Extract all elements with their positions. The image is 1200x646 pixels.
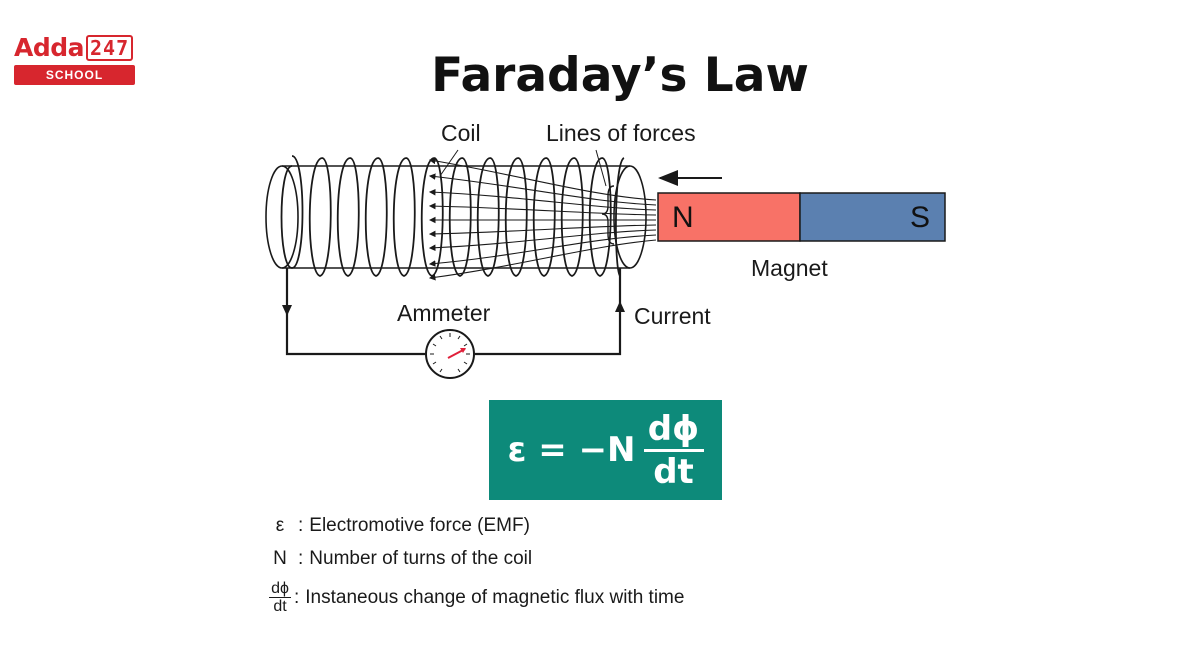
magnetic-field-lines: [428, 157, 657, 281]
legend-fraction-symbol: dϕ dt: [268, 580, 292, 615]
lines-of-forces-label: Lines of forces: [546, 120, 696, 146]
formula-numerator: dϕ: [647, 408, 700, 449]
magnet-south: [799, 192, 946, 242]
logo-number: 247: [86, 35, 134, 61]
legend-fraction-denominator: dt: [273, 598, 287, 615]
legend-colon: :: [298, 548, 304, 569]
formula-lhs: ε = −N: [507, 430, 636, 470]
legend-item-emf: ε : Electromotive force (EMF): [268, 515, 530, 537]
legend-item-flux-change: dϕ dt : Instaneous change of magnetic fl…: [268, 580, 684, 615]
page-title: Faraday’s Law: [431, 48, 809, 103]
circuit-wires: [285, 268, 622, 356]
coil-leader: [439, 149, 459, 177]
legend-symbol: ε: [275, 515, 285, 536]
coil-cylinder: [265, 165, 647, 269]
current-arrow-down: [282, 305, 292, 316]
field-lines-brace: [601, 185, 615, 245]
legend-colon: :: [294, 586, 300, 608]
formula-fraction-bar: [643, 448, 704, 452]
magnet-label: Magnet: [751, 255, 828, 281]
lines-of-forces-leader: [595, 149, 607, 187]
magnet-north: [657, 192, 801, 242]
current-label: Current: [634, 303, 711, 329]
magnet-south-label: S: [910, 201, 931, 234]
current-arrow-up: [615, 301, 625, 312]
logo-school-banner: SCHOOL: [14, 65, 135, 85]
formula-denominator: dt: [653, 451, 694, 492]
coil-label: Coil: [441, 120, 481, 146]
logo-word: Adda: [14, 33, 85, 62]
formula-fraction: dϕ dt: [643, 408, 704, 492]
legend-colon: :: [298, 515, 304, 536]
legend-text: Electromotive force (EMF): [309, 515, 530, 536]
legend-fraction-numerator: dϕ: [271, 580, 289, 597]
coil-windings: [280, 155, 625, 277]
faraday-formula-box: ε = −N dϕ dt: [489, 400, 722, 500]
legend-text: Number of turns of the coil: [309, 548, 533, 569]
ammeter-dial: [425, 329, 475, 379]
legend-text: Instaneous change of magnetic flux with …: [305, 586, 685, 608]
legend-item-turns: N : Number of turns of the coil: [268, 548, 532, 570]
magnet-north-label: N: [672, 201, 694, 234]
legend-symbol: N: [273, 548, 287, 569]
legend-fraction-bar: [269, 597, 291, 598]
logo-wordmark: Adda 247: [14, 34, 136, 62]
ammeter-label: Ammeter: [397, 300, 491, 326]
adda247-school-logo: Adda 247 SCHOOL: [14, 34, 136, 86]
